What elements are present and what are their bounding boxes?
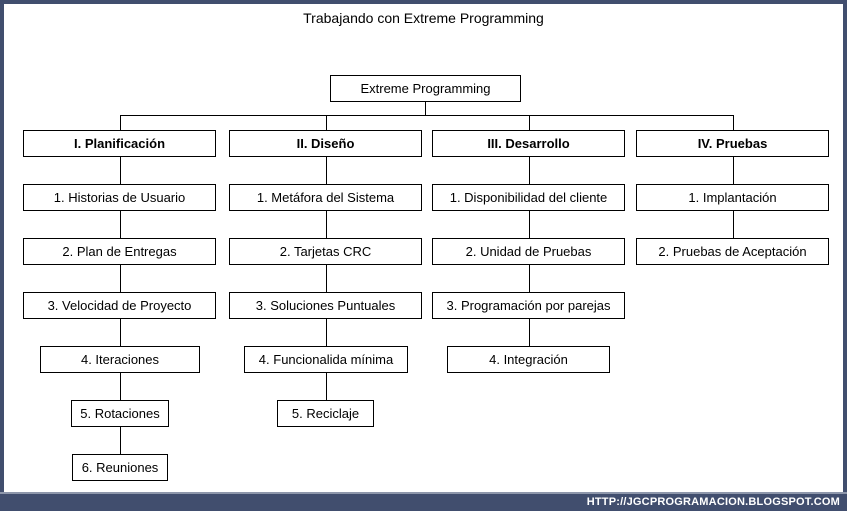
column-header-2: II. Diseño [229,130,422,157]
connector-line [733,115,734,130]
connector-line [529,319,530,346]
connector-line [326,373,327,400]
connector-line [326,211,327,238]
node-box: 1. Implantación [636,184,829,211]
diagram-title: Trabajando con Extreme Programming [303,10,544,26]
node-box: 1. Metáfora del Sistema [229,184,422,211]
connector-line [733,157,734,184]
connector-line [120,319,121,346]
node-box: 2. Tarjetas CRC [229,238,422,265]
node-box: 4. Iteraciones [40,346,200,373]
column-header-1: I. Planificación [23,130,216,157]
footer-bar: HTTP://JGCPROGRAMACION.BLOGSPOT.COM [0,492,847,511]
connector-line [529,211,530,238]
root-node: Extreme Programming [330,75,521,102]
connector-line [529,115,530,130]
node-box: 4. Integración [447,346,610,373]
connector-line [120,265,121,292]
connector-line [326,157,327,184]
connector-line [120,115,121,130]
node-box: 5. Rotaciones [71,400,169,427]
connector-line [120,373,121,400]
connector-line [733,211,734,238]
node-box: 4. Funcionalida mínima [244,346,408,373]
node-box: 3. Programación por parejas [432,292,625,319]
connector-line [529,265,530,292]
node-box: 2. Plan de Entregas [23,238,216,265]
connector-line [120,157,121,184]
connector-line [326,265,327,292]
node-box: 3. Velocidad de Proyecto [23,292,216,319]
footer-url: HTTP://JGCPROGRAMACION.BLOGSPOT.COM [586,496,840,508]
connector-line [120,427,121,454]
node-box: 2. Pruebas de Aceptación [636,238,829,265]
connector-line [425,102,426,116]
column-header-4: IV. Pruebas [636,130,829,157]
node-box: 6. Reuniones [72,454,168,481]
node-box: 2. Unidad de Pruebas [432,238,625,265]
connector-line [326,115,327,130]
connector-line [529,157,530,184]
column-header-3: III. Desarrollo [432,130,625,157]
node-box: 1. Historias de Usuario [23,184,216,211]
node-box: 3. Soluciones Puntuales [229,292,422,319]
node-box: 5. Reciclaje [277,400,374,427]
connector-line [326,319,327,346]
node-box: 1. Disponibilidad del cliente [432,184,625,211]
connector-line [120,211,121,238]
connector-line [119,115,733,116]
